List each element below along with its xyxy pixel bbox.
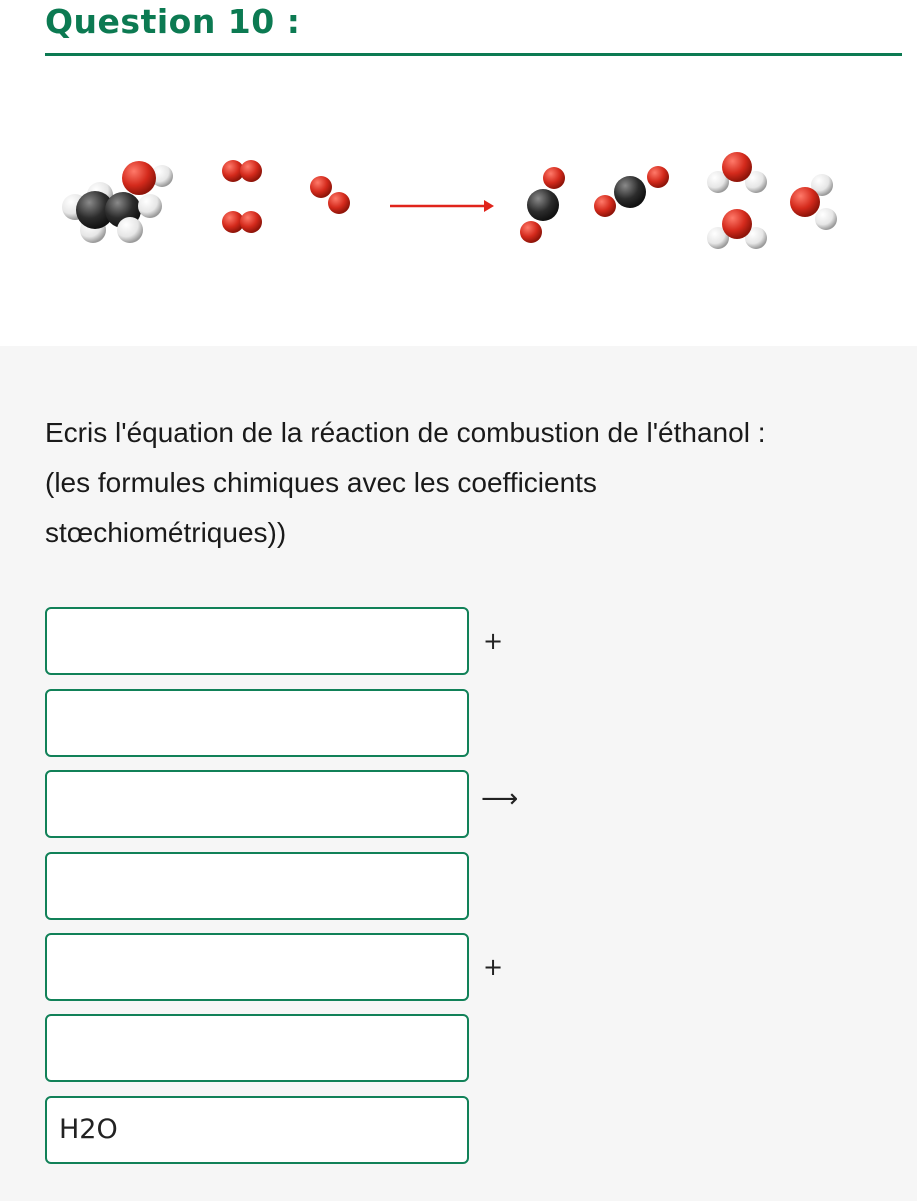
instructions-line: Ecris l'équation de la réaction de combu…: [45, 417, 766, 448]
reaction-arrow-operator: ⟶: [481, 784, 519, 814]
answer-row: ⟶: [45, 770, 645, 842]
answer-row: +: [45, 607, 645, 679]
co2-molecule: [520, 167, 565, 243]
instructions-line: (les formules chimiques avec les coeffic…: [45, 467, 597, 498]
answer-input-1[interactable]: [45, 607, 469, 675]
question-header-panel: Question 10 :: [0, 0, 917, 346]
co2-molecule: [594, 166, 669, 217]
answer-input-4[interactable]: [45, 852, 469, 920]
combustion-reaction-image: [62, 152, 837, 249]
answer-input-3[interactable]: [45, 770, 469, 838]
plus-operator: +: [483, 953, 504, 981]
answer-row: [45, 1014, 645, 1086]
o2-molecule: [310, 176, 350, 214]
o2-molecule: [222, 211, 262, 233]
answer-input-2[interactable]: [45, 689, 469, 757]
instructions-line: stœchiométriques)): [45, 517, 287, 548]
h2o-molecule: [707, 152, 767, 193]
answer-input-5[interactable]: [45, 933, 469, 1001]
o2-molecule: [222, 160, 262, 182]
plus-operator: +: [483, 627, 504, 655]
answer-row: [45, 852, 645, 924]
answer-row: +: [45, 933, 645, 1005]
ethanol-molecule: [62, 161, 173, 243]
answer-row: [45, 689, 645, 761]
title-divider: [45, 53, 902, 56]
answer-input-7[interactable]: H2O: [45, 1096, 469, 1164]
reaction-arrow-icon: [390, 200, 494, 212]
answer-row: H2O: [45, 1096, 645, 1168]
h2o-molecule: [790, 174, 837, 230]
question-title: Question 10 :: [45, 2, 301, 41]
h2o-molecule: [707, 209, 767, 249]
question-instructions: Ecris l'équation de la réaction de combu…: [45, 408, 905, 558]
answer-input-6[interactable]: [45, 1014, 469, 1082]
